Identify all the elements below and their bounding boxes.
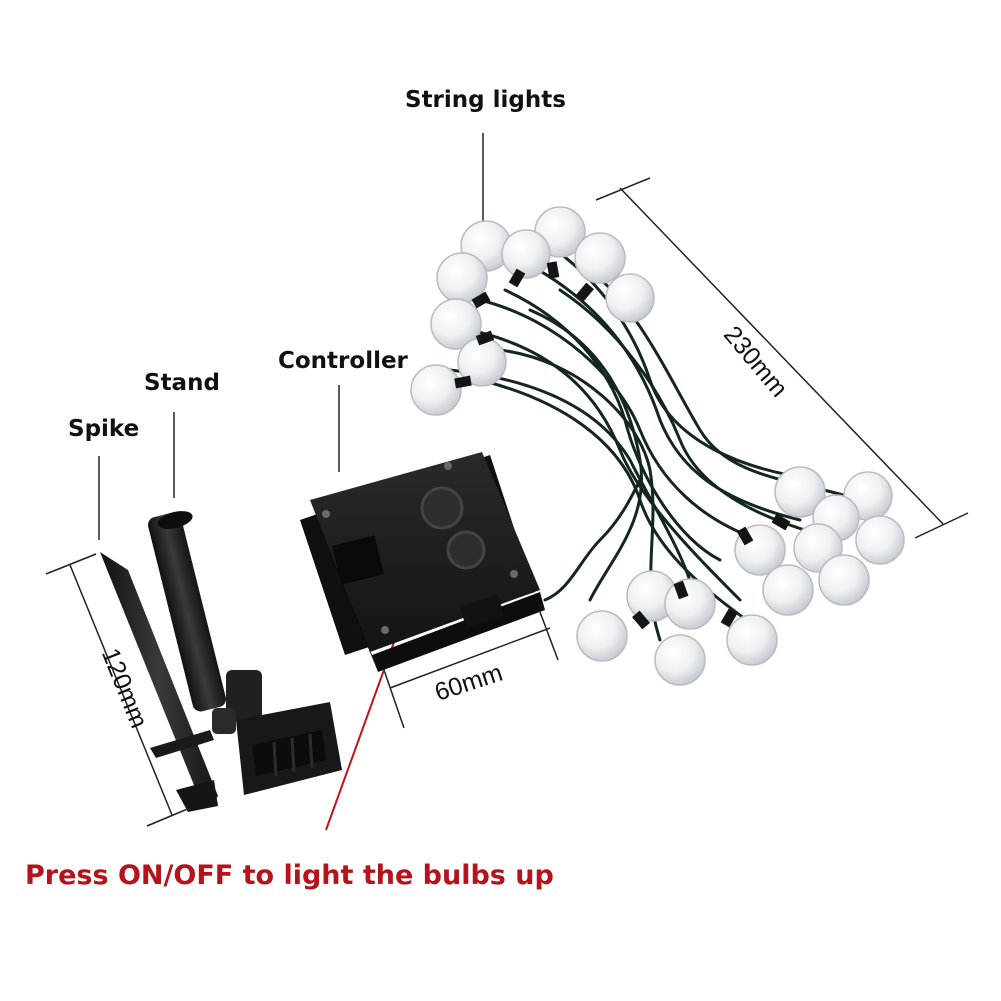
bulb: [654, 634, 706, 686]
spike-stake: [100, 552, 218, 812]
on-off-button-icon: [420, 486, 464, 530]
on-off-instruction: Press ON/OFF to light the bulbs up: [25, 860, 554, 891]
callout-lines: [98, 133, 484, 540]
bulb: [726, 614, 778, 666]
mode-button-icon: [446, 530, 486, 570]
bulb: [430, 298, 482, 350]
bulb: [855, 515, 905, 565]
bulb: [818, 554, 870, 606]
width-dimension-line: [389, 627, 551, 689]
bulb: [501, 229, 551, 279]
string-lights-label: String lights: [405, 87, 566, 113]
bulb: [664, 578, 716, 630]
bulb: [574, 232, 626, 284]
bulb: [774, 466, 826, 518]
length-dimension-line: [619, 187, 944, 525]
height-dimension-line: [69, 564, 173, 816]
stand-stake: [148, 511, 342, 795]
bulb: [605, 273, 655, 323]
solar-controller-box: [300, 452, 545, 672]
bulb: [762, 564, 814, 616]
spike-label: Spike: [68, 416, 140, 442]
bulb: [410, 364, 462, 416]
string-light-bulbs: [410, 206, 905, 686]
stand-label: Stand: [144, 370, 220, 396]
controller-label: Controller: [278, 348, 408, 374]
bulb: [576, 610, 628, 662]
